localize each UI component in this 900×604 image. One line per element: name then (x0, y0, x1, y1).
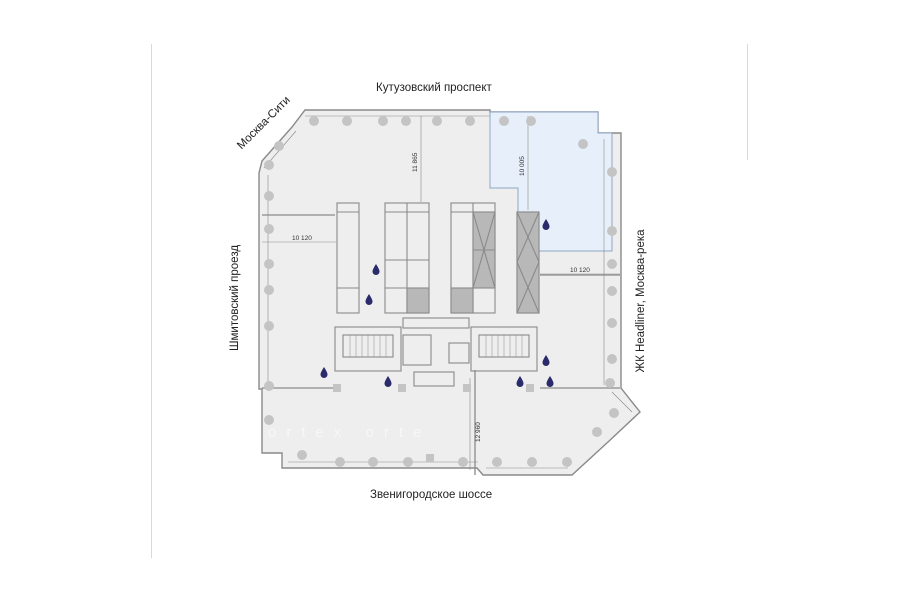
dimension-label-left: 10 120 (292, 235, 312, 242)
elevator-shaft (450, 287, 474, 314)
column (403, 457, 413, 467)
column (264, 224, 274, 234)
dimension-lines (262, 116, 620, 470)
column (609, 408, 619, 418)
column (463, 384, 471, 392)
service-room (402, 334, 432, 366)
column (607, 318, 617, 328)
column (526, 116, 536, 126)
column (264, 160, 274, 170)
column (264, 191, 274, 201)
column (499, 116, 509, 126)
column (378, 116, 388, 126)
street-label-west: Шмитовский проезд (229, 244, 241, 352)
column (297, 450, 307, 460)
column (342, 116, 352, 126)
water-points (320, 219, 554, 388)
water-drop-icon (542, 219, 550, 230)
water-drop-icon (372, 264, 380, 276)
water-drop-icon (365, 294, 373, 305)
street-label-north: Кутузовский проспект (376, 82, 492, 94)
column (432, 116, 442, 126)
column (264, 259, 274, 269)
elevator-bank-2 (384, 202, 430, 314)
column (607, 226, 617, 236)
partitions (262, 214, 620, 475)
column (398, 384, 406, 392)
column (562, 457, 572, 467)
column (426, 454, 434, 462)
elevator-shaft (406, 287, 430, 314)
column (309, 116, 319, 126)
street-label-south: Звенигородское шоссе (370, 489, 493, 501)
service-room (402, 317, 470, 329)
dimension-label-bottom: 12 960 (475, 422, 482, 442)
column (368, 457, 378, 467)
column (264, 285, 274, 295)
column (492, 457, 502, 467)
column (526, 384, 534, 392)
elevator-bank-3 (450, 202, 496, 314)
street-label-east: ЖК Headliner, Москва-река (635, 229, 647, 373)
water-drop-icon (542, 355, 550, 367)
right-page-border (747, 44, 748, 160)
column (335, 457, 345, 467)
watermark: ortex orte (268, 424, 431, 441)
column (274, 141, 284, 151)
service-room (413, 371, 455, 387)
dimension-label-top-center: 11 865 (412, 152, 419, 172)
column (527, 457, 537, 467)
core-columns (333, 384, 534, 462)
water-drop-icon (320, 367, 328, 379)
column (607, 354, 617, 364)
column (264, 321, 274, 331)
column (264, 381, 274, 391)
stair-west (334, 326, 402, 372)
left-page-border (151, 44, 152, 558)
column (401, 116, 411, 126)
elevator-shaft (516, 211, 540, 314)
column (465, 116, 475, 126)
dimension-label-top-right: 10 005 (519, 156, 526, 176)
water-drop-icon (546, 376, 554, 388)
column (458, 457, 468, 467)
columns (264, 116, 619, 467)
column (264, 415, 274, 425)
elevator-bank-1 (336, 202, 360, 314)
column (333, 384, 341, 392)
water-drop-icon (516, 376, 524, 388)
elevator-bank-4 (516, 211, 540, 314)
column (607, 286, 617, 296)
water-drop-icon (384, 376, 392, 388)
stair-east (470, 326, 538, 372)
column (578, 139, 588, 149)
column (605, 378, 615, 388)
column (607, 167, 617, 177)
column (607, 259, 617, 269)
core-elevator-banks (336, 202, 540, 314)
service-room (448, 342, 470, 364)
column (592, 427, 602, 437)
dimension-label-right: 10 120 (570, 267, 590, 274)
core-stairs (334, 317, 538, 387)
